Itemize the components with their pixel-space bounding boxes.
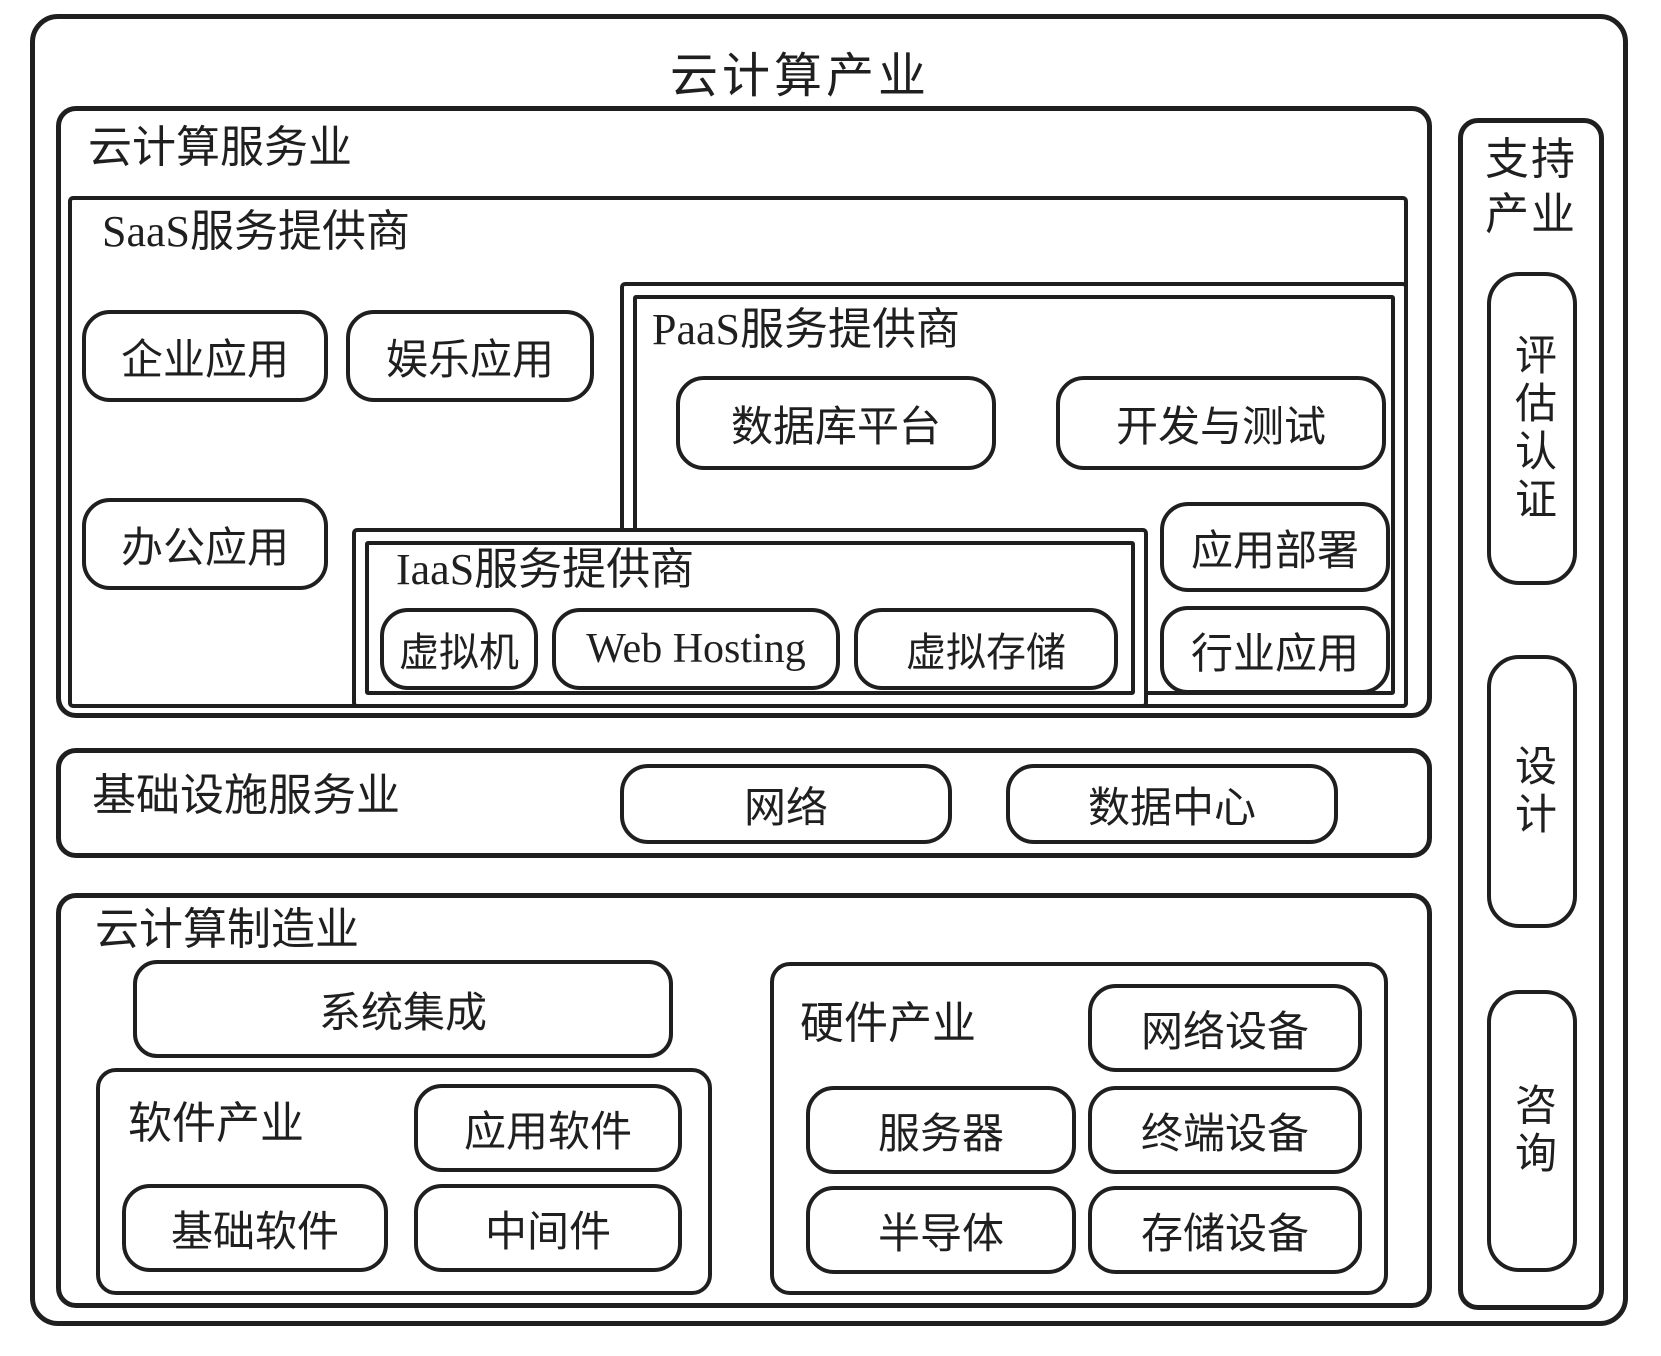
chip-dev-and-test: 开发与测试	[1056, 376, 1386, 470]
chip-system-integration: 系统集成	[133, 960, 673, 1058]
chip-terminal-device: 终端设备	[1088, 1086, 1362, 1174]
chip-app-deployment: 应用部署	[1160, 502, 1390, 592]
chip-database-platform: 数据库平台	[676, 376, 996, 470]
diagram-title: 云计算产业	[669, 50, 930, 103]
chip-application-software: 应用软件	[414, 1084, 682, 1172]
hardware-industry-label: 硬件产业	[800, 999, 976, 1048]
chip-assessment-certification: 评估认证	[1487, 272, 1577, 585]
chip-entertainment-apps: 娱乐应用	[346, 310, 594, 402]
software-industry-label: 软件产业	[128, 1099, 304, 1148]
iaas-provider-label: IaaS服务提供商	[396, 545, 695, 594]
chip-consulting: 咨询	[1487, 990, 1577, 1272]
iaas-provider-inner-border	[365, 541, 1135, 695]
chip-data-center: 数据中心	[1006, 764, 1338, 844]
chip-virtual-machine: 虚拟机	[380, 608, 538, 690]
chip-storage-device: 存储设备	[1088, 1186, 1362, 1274]
chip-middleware: 中间件	[414, 1184, 682, 1272]
service-industry-label: 云计算服务业	[88, 123, 352, 172]
saas-provider-label: SaaS服务提供商	[102, 207, 410, 256]
chip-virtual-storage: 虚拟存储	[854, 608, 1118, 690]
chip-network-device: 网络设备	[1088, 984, 1362, 1072]
chip-office-apps: 办公应用	[82, 498, 328, 590]
paas-provider-label: PaaS服务提供商	[652, 305, 960, 354]
chip-semiconductor: 半导体	[806, 1186, 1076, 1274]
chip-design: 设计	[1487, 655, 1577, 928]
chip-basic-software: 基础软件	[122, 1184, 388, 1272]
chip-enterprise-apps: 企业应用	[82, 310, 328, 402]
chip-industry-apps: 行业应用	[1160, 606, 1390, 694]
infrastructure-label: 基础设施服务业	[92, 771, 400, 820]
chip-network: 网络	[620, 764, 952, 844]
chip-web-hosting: Web Hosting	[552, 608, 840, 690]
manufacturing-label: 云计算制造业	[95, 905, 359, 954]
support-industry-label: 支持产业	[1485, 135, 1577, 239]
chip-server: 服务器	[806, 1086, 1076, 1174]
